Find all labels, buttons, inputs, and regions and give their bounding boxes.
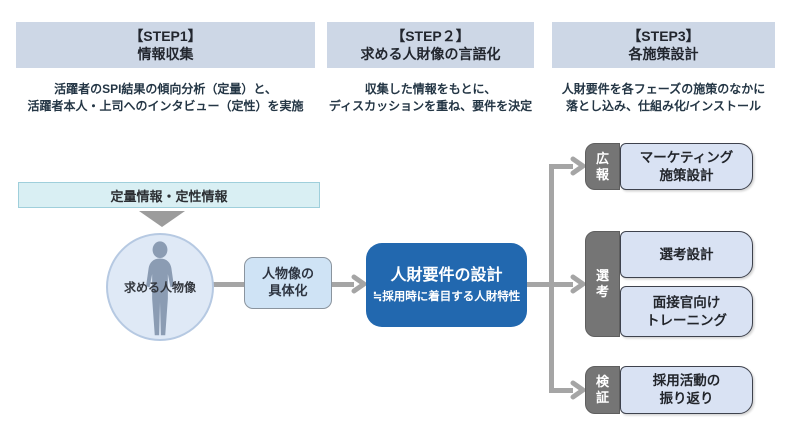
- down-triangle-icon: [139, 211, 185, 227]
- right-arrowhead-icon: [570, 274, 586, 294]
- phase-label-verification: 検 証: [585, 366, 620, 414]
- step1-header: 【STEP1】 情報収集: [16, 22, 315, 68]
- phase-box-selection-design: 選考設計: [620, 231, 753, 278]
- step3-header: 【STEP3】 各施策設計: [552, 22, 775, 68]
- connector-branch-stub: [527, 282, 553, 287]
- person-silhouette-icon: [146, 241, 174, 336]
- right-arrowhead-icon: [351, 274, 367, 294]
- step1-description: 活躍者のSPI結果の傾向分析（定量）と、 活躍者本人・上司へのインタビュー（定性…: [27, 82, 304, 114]
- concretize-box: 人物像の 具体化: [244, 257, 332, 309]
- connector-row1: [551, 164, 573, 169]
- phase-box-review: 採用活動の 振り返り: [620, 366, 753, 414]
- phase-box-interviewer-training: 面接官向け トレーニング: [620, 286, 753, 337]
- requirement-subtitle: ≒採用時に着目する人財特性: [372, 290, 521, 303]
- phase-label-selection: 選 考: [585, 231, 620, 337]
- requirement-title: 人財要件の設計: [390, 267, 503, 285]
- phase-label-pr: 広 報: [585, 143, 620, 190]
- connector-row2: [551, 282, 573, 287]
- step3-description: 人財要件を各フェーズの施策のなかに 落とし込み、仕組み化/インストール: [561, 82, 766, 114]
- connector-row3: [551, 388, 573, 393]
- persona-label: 求める人物像: [123, 280, 196, 295]
- phase-box-marketing: マーケティング 施策設計: [620, 143, 753, 190]
- step2-header: 【STEP２】 求める人財像の言語化: [327, 22, 534, 68]
- connector-branch-vertical: [549, 164, 554, 393]
- step2-description: 収集した情報をもとに、 ディスカッションを重ね、要件を決定: [328, 82, 533, 114]
- requirement-design-box: 人財要件の設計 ≒採用時に着目する人財特性: [366, 243, 527, 327]
- right-arrowhead-icon: [570, 380, 586, 400]
- right-arrowhead-icon: [570, 156, 586, 176]
- persona-circle: 求める人物像: [106, 233, 214, 341]
- info-sources-bar: 定量情報・定性情報: [18, 182, 320, 208]
